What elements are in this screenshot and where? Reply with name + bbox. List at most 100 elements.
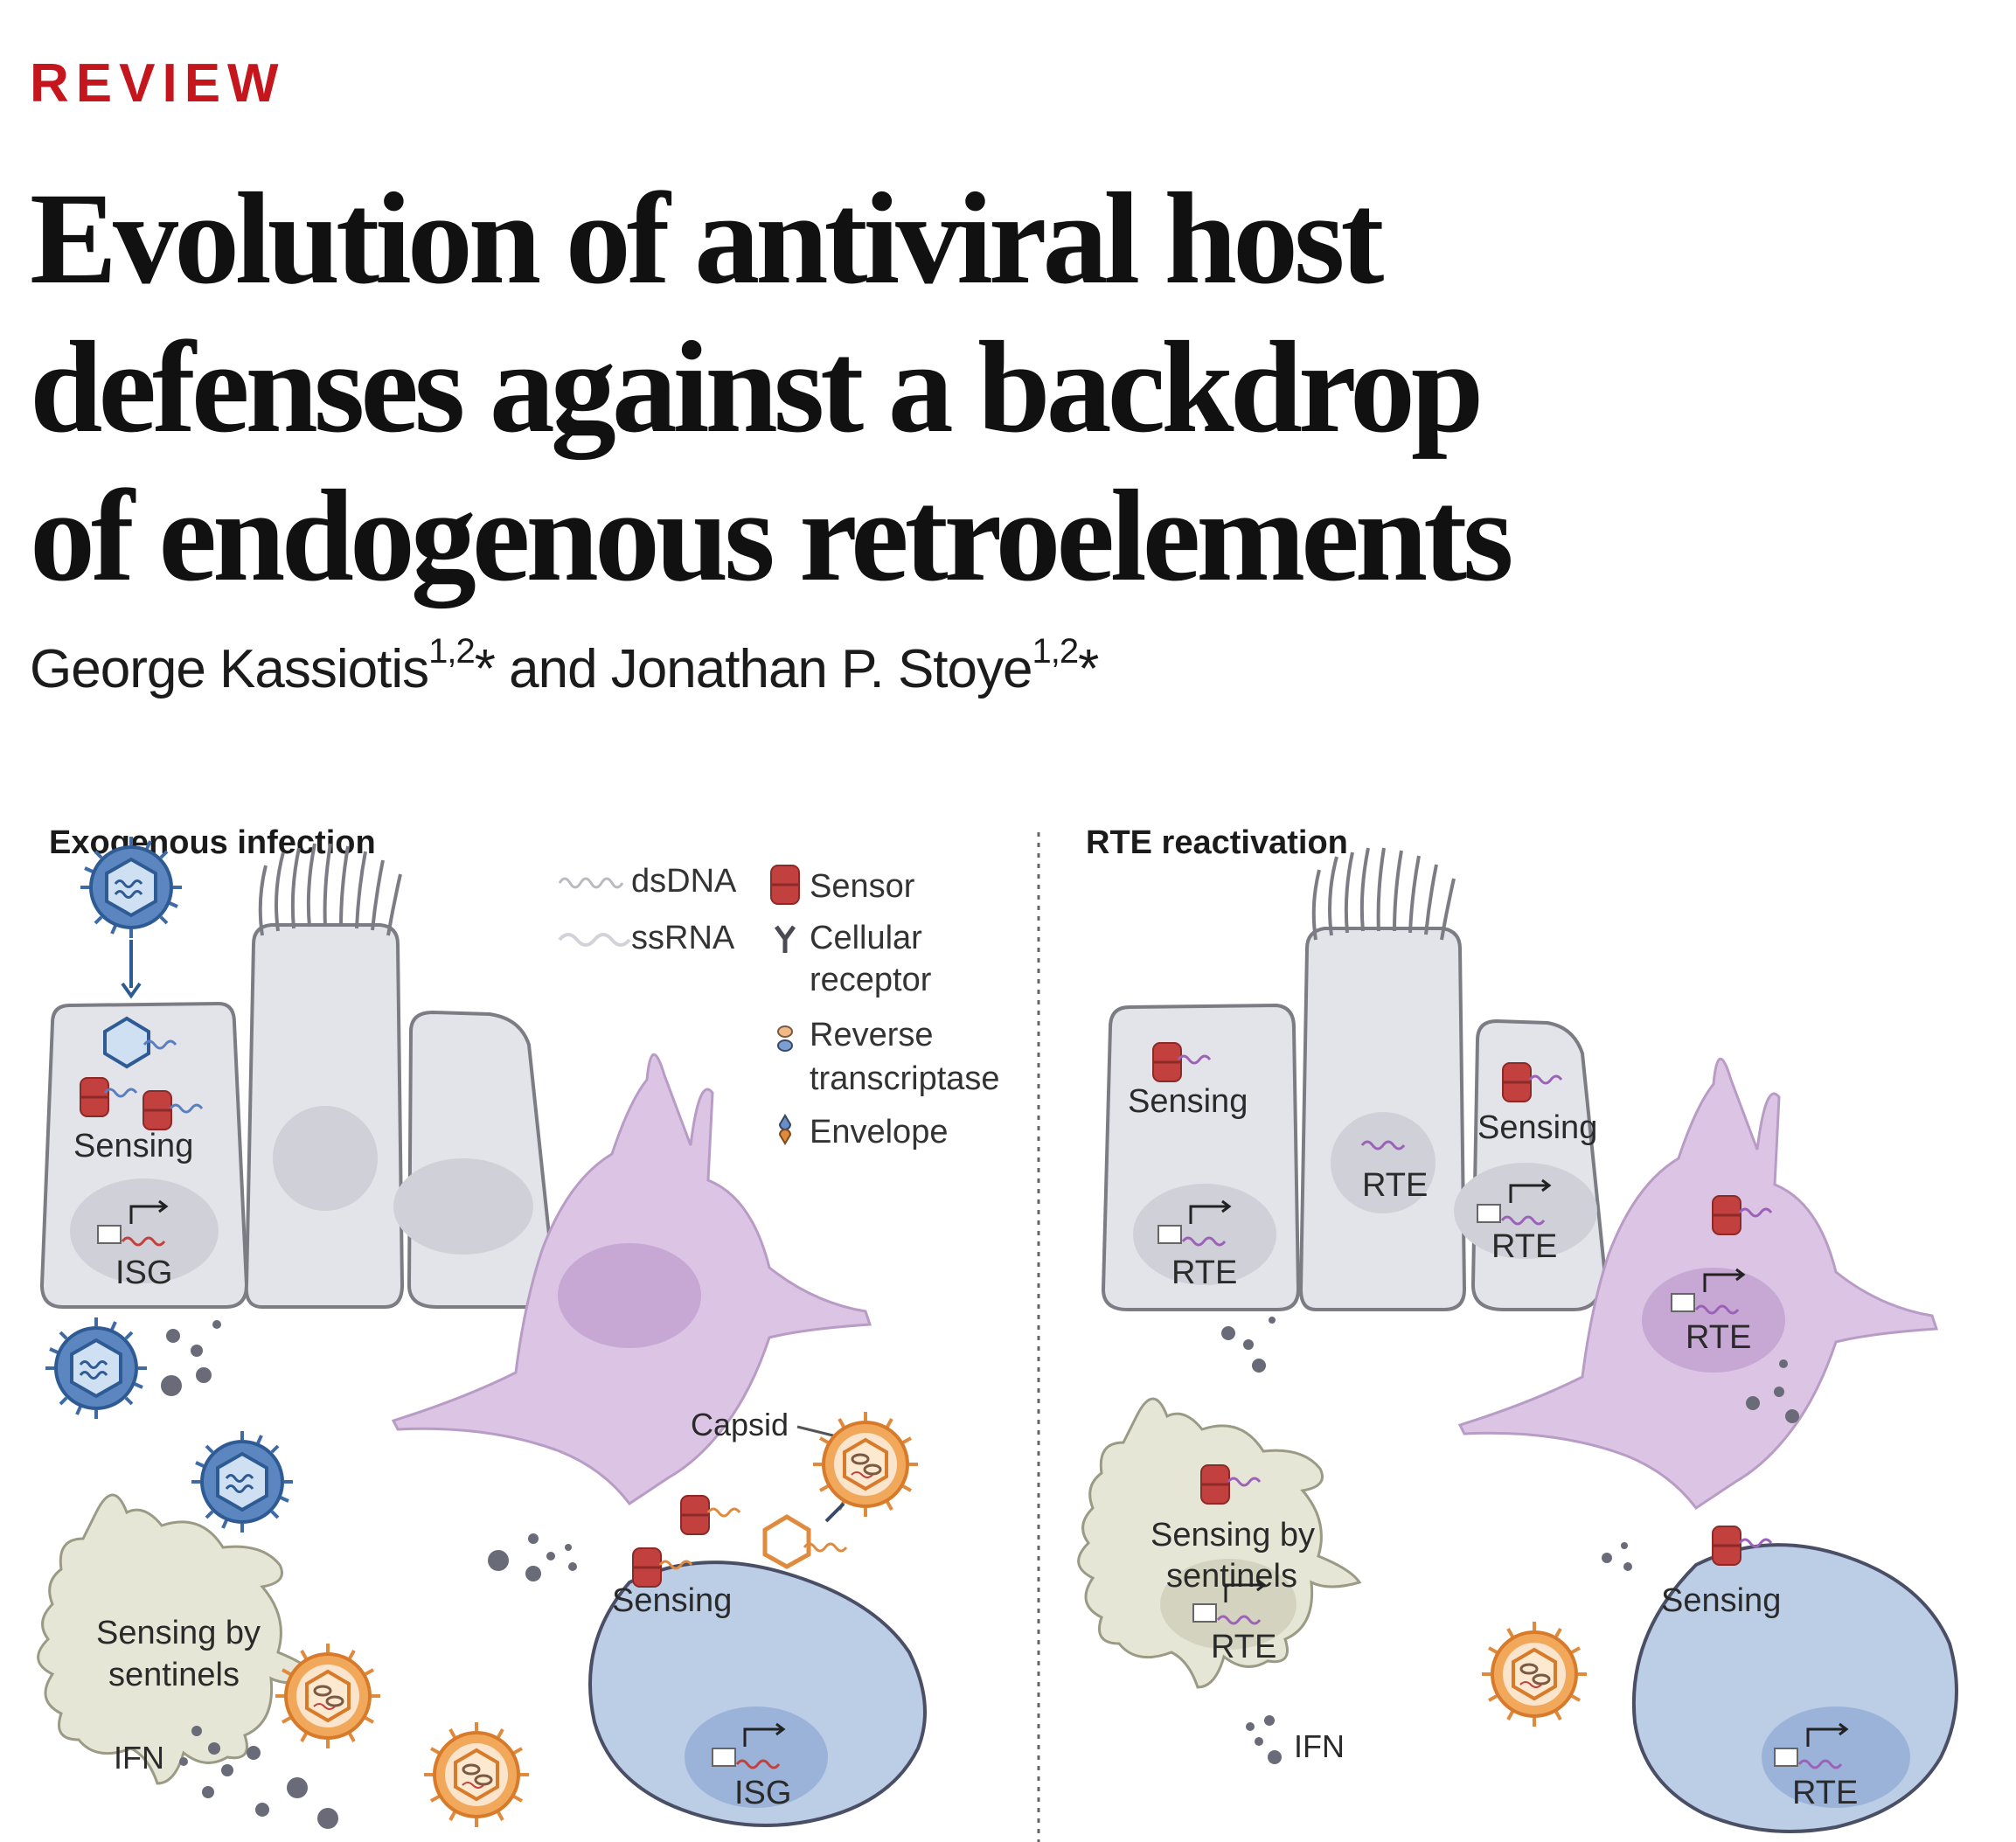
cell-nucleus <box>70 1178 219 1283</box>
ifn-particles <box>1246 1715 1282 1764</box>
transcription-arrow-icon <box>1224 1578 1267 1602</box>
cell-nucleus <box>1331 1112 1436 1213</box>
gene-promoter-icon <box>97 1225 122 1244</box>
label-sensing: Sensing <box>1477 1109 1597 1146</box>
ssrna-legend-icon <box>558 933 631 947</box>
reverse-transcriptase-legend-icon <box>777 1025 793 1052</box>
transcription-arrow-icon <box>1189 1199 1232 1224</box>
cell-nucleus <box>1160 1559 1296 1650</box>
legend-rt-2: transcriptase <box>810 1060 1000 1097</box>
author-affiliation: 1,2 <box>1032 632 1080 671</box>
sentinel-cell <box>37 1493 322 1785</box>
label-rte: RTE <box>1211 1629 1276 1665</box>
capsid-icon <box>762 1514 811 1569</box>
released-particles <box>1221 1317 1799 1423</box>
label-sensing-blue: Sensing <box>1661 1582 1781 1619</box>
right-panel: Sensing RTE RTE Sensing RTE RTE <box>1077 847 1958 1833</box>
exogenous-virion-icon <box>44 1316 149 1421</box>
figure-legend: dsDNA ssRNA Sensor Cellular receptor Rev… <box>558 863 1000 1150</box>
exogenous-virion-icon <box>79 835 184 940</box>
sensor-icon <box>79 1076 110 1118</box>
retrovirus-virion-icon <box>422 1720 531 1829</box>
sensor-icon <box>1711 1525 1742 1567</box>
label-sensing: Sensing <box>73 1128 193 1164</box>
gene-promoter-icon <box>1671 1293 1695 1312</box>
retrovirus-virion-icon <box>1480 1620 1588 1728</box>
label-capsid: Capsid <box>691 1407 789 1442</box>
gene-promoter-icon <box>1192 1603 1217 1623</box>
label-ifn: IFN <box>1294 1728 1345 1764</box>
author-line: George Kassiotis1,2* and Jonathan P. Sto… <box>30 634 1099 700</box>
transcription-arrow-icon <box>1703 1268 1746 1292</box>
epithelial-cell <box>407 1010 555 1309</box>
sensor-icon <box>679 1494 711 1536</box>
envelope-legend-icon <box>778 1114 792 1145</box>
gene-promoter-icon <box>1477 1204 1501 1223</box>
label-rte-blue: RTE <box>1792 1775 1858 1811</box>
gene-promoter-icon <box>1774 1748 1798 1767</box>
legend-rt-1: Reverse <box>810 1017 934 1053</box>
sensor-icon <box>1151 1041 1183 1083</box>
label-rte: RTE <box>1686 1319 1751 1356</box>
transcription-arrow-icon <box>1509 1178 1552 1203</box>
gene-promoter-icon <box>1157 1225 1182 1244</box>
capsid-icon <box>103 1016 150 1069</box>
left-panel: Sensing ISG Sensing by sentinels IFN <box>37 835 927 1829</box>
corresponding-mark: * <box>474 639 496 699</box>
target-cell <box>588 1560 927 1827</box>
sensor-icon <box>1501 1061 1533 1103</box>
label-sensing-by: Sensing by <box>96 1615 261 1651</box>
released-particles <box>161 1320 221 1396</box>
article-title: Evolution of antiviral host defenses aga… <box>30 164 1516 610</box>
legend-receptor-2: receptor <box>810 962 932 998</box>
cell-nucleus <box>273 1106 378 1211</box>
ifn-particles <box>179 1726 338 1829</box>
author-name[interactable]: George Kassiotis <box>30 639 429 699</box>
label-sensing-blue: Sensing <box>612 1582 732 1619</box>
transcription-arrow-icon <box>1806 1722 1849 1747</box>
label-rte: RTE <box>1491 1228 1557 1265</box>
label-rte: RTE <box>1362 1167 1428 1204</box>
retrovirus-virion-icon <box>811 1410 920 1519</box>
transcription-arrow-icon <box>743 1722 786 1747</box>
title-line-3: of endogenous retroelements <box>30 463 1514 608</box>
cell-nucleus <box>1762 1706 1910 1808</box>
legend-dsdna: dsDNA <box>631 863 737 900</box>
cilia <box>1311 847 1456 941</box>
sensor-icon <box>1199 1463 1231 1505</box>
label-sensing-by: Sensing by <box>1151 1517 1315 1554</box>
left-panel-title: Exogenous infection <box>49 824 376 861</box>
sensor-icon <box>631 1547 663 1588</box>
title-line-2: defenses against a backdrop <box>30 315 1484 460</box>
author-name[interactable]: Jonathan P. Stoye <box>610 639 1033 699</box>
legend-receptor-1: Cellular <box>810 920 922 956</box>
label-ifn: IFN <box>114 1740 164 1776</box>
legend-envelope: Envelope <box>810 1114 948 1150</box>
transcription-arrow-icon <box>129 1199 169 1224</box>
figure-graphical-abstract: Exogenous infection dsDNA ssRNA Sensor C… <box>37 824 1958 1842</box>
cell-nucleus <box>1133 1184 1276 1285</box>
released-particles <box>488 1533 577 1581</box>
gene-promoter-icon <box>712 1748 736 1767</box>
label-rte: RTE <box>1171 1255 1237 1291</box>
author-affiliation: 1,2 <box>428 632 476 671</box>
author-joiner: and <box>509 639 597 699</box>
cilia <box>258 843 402 936</box>
cell-nucleus <box>1454 1163 1597 1259</box>
title-line-1: Evolution of antiviral host <box>30 166 1384 311</box>
section-label: REVIEW <box>30 53 286 114</box>
released-particles <box>1602 1542 1632 1571</box>
sensor-icon <box>1711 1194 1742 1236</box>
dsdna-legend-icon <box>558 877 624 889</box>
sensor-legend-icon <box>769 864 801 906</box>
cell-nucleus <box>685 1706 828 1808</box>
label-sentinels: sentinels <box>1166 1558 1297 1595</box>
label-sensing: Sensing <box>1128 1083 1248 1120</box>
receptor-legend-icon <box>774 925 796 953</box>
sensor-icon <box>142 1089 173 1131</box>
cell-nucleus <box>558 1243 701 1348</box>
exogenous-virion-icon <box>190 1429 295 1534</box>
legend-ssrna: ssRNA <box>631 920 735 956</box>
label-isg-blue: ISG <box>734 1775 791 1811</box>
label-isg: ISG <box>115 1255 172 1291</box>
